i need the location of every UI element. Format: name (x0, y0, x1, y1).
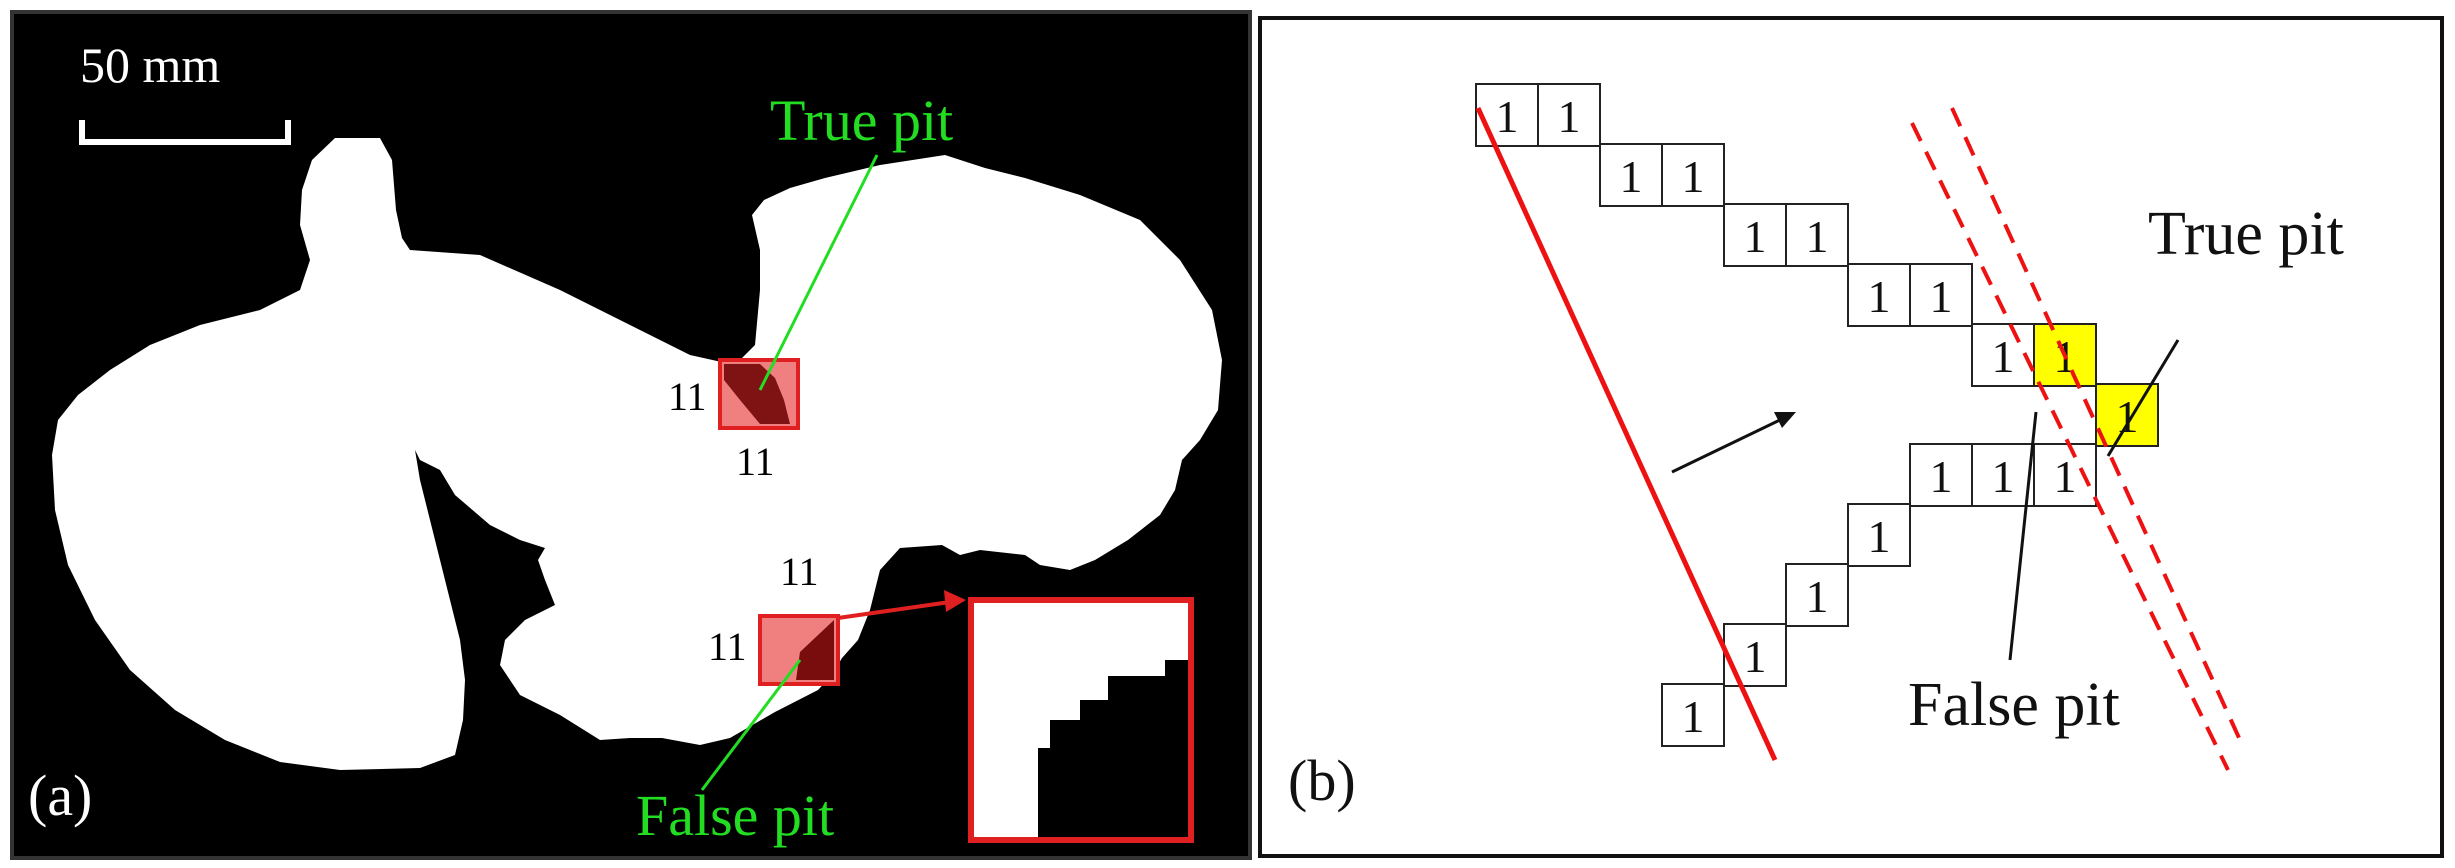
cell-value: 1 (1806, 571, 1829, 622)
zoom-inset (968, 597, 1194, 843)
boundary-cell: 1 (1847, 263, 1911, 327)
panel-b-frame (1258, 16, 2444, 858)
cell-value: 1 (1558, 91, 1581, 142)
cell-value: 1 (2054, 451, 2077, 502)
false-pit-label-a: False pit (636, 783, 834, 848)
scale-bar-label: 50 mm (80, 37, 220, 93)
boundary-cell: 1 (1475, 83, 1539, 147)
false-pit-dark-corner (796, 620, 834, 680)
false-pit-callout-b (2008, 411, 2038, 661)
boundary-cell: 1 (1537, 83, 1601, 147)
zoom-arrow-head (944, 590, 966, 612)
cell-value: 1 (1992, 331, 2015, 382)
direction-arrow-line (1671, 416, 1785, 474)
false-pit-label-b: False pit (1908, 671, 2120, 739)
left-tangent-line (1475, 106, 1778, 762)
cell-value: 1 (1992, 451, 2015, 502)
panel-a: 50 mm 11 11 True pit 11 11 False pit (a) (10, 10, 1252, 860)
cell-value: 1 (1806, 211, 1829, 262)
cell-value: 1 (1868, 271, 1891, 322)
upper-left-code: 11 (668, 374, 707, 419)
lower-above-code: 11 (780, 549, 819, 594)
boundary-cell: 1 (1661, 683, 1725, 747)
direction-arrow-head (1774, 412, 1796, 428)
panel-b-label: (b) (1288, 748, 1356, 813)
boundary-cell: 1 (1599, 143, 1663, 207)
zoom-inset-border (968, 597, 1194, 843)
cell-value: 1 (1682, 151, 1705, 202)
cell-value: 1 (1682, 691, 1705, 742)
right-tangent-line-2 (1950, 107, 2242, 741)
true-pit-callout-line (758, 154, 879, 391)
boundary-cell: 1 (1723, 623, 1787, 687)
cell-value: 1 (2116, 391, 2139, 442)
true-pit-dark-corner (724, 364, 790, 424)
boundary-cell: 1 (1785, 563, 1849, 627)
pit-cell-highlighted: 1 (2095, 383, 2159, 447)
scale-bar (79, 120, 291, 145)
zoom-arrow-line (837, 600, 951, 620)
boundary-cell: 1 (1971, 443, 2035, 507)
boundary-cell: 1 (1847, 503, 1911, 567)
true-pit-label-a: True pit (770, 88, 953, 153)
boundary-cell: 1 (1785, 203, 1849, 267)
cell-value: 1 (1744, 631, 1767, 682)
upper-below-code: 11 (736, 439, 775, 484)
cell-value: 1 (1930, 451, 1953, 502)
cell-value: 1 (1744, 211, 1767, 262)
lower-left-code: 11 (708, 624, 747, 669)
boundary-cell: 1 (2033, 443, 2097, 507)
cell-value: 1 (1496, 91, 1519, 142)
cell-value: 1 (1868, 511, 1891, 562)
specimen-shape (52, 138, 1222, 770)
true-pit-label-b: True pit (2148, 200, 2344, 268)
boundary-cell: 1 (1909, 263, 1973, 327)
panel-b: 111111111111111111 True pit False pit (b… (1258, 16, 2444, 858)
cell-value: 1 (1620, 151, 1643, 202)
right-tangent-line-1 (1910, 122, 2230, 771)
panel-a-label: (a) (28, 763, 92, 828)
true-pit-callout-b (2106, 339, 2180, 457)
boundary-cell: 1 (1661, 143, 1725, 207)
boundary-cell: 1 (1909, 443, 1973, 507)
cell-value: 1 (1930, 271, 1953, 322)
zoom-inset-white-area (971, 600, 1191, 840)
boundary-cells: 111111111111111111 (1475, 83, 2159, 747)
boundary-cell: 1 (1723, 203, 1787, 267)
false-pit-callout-line (700, 659, 802, 791)
